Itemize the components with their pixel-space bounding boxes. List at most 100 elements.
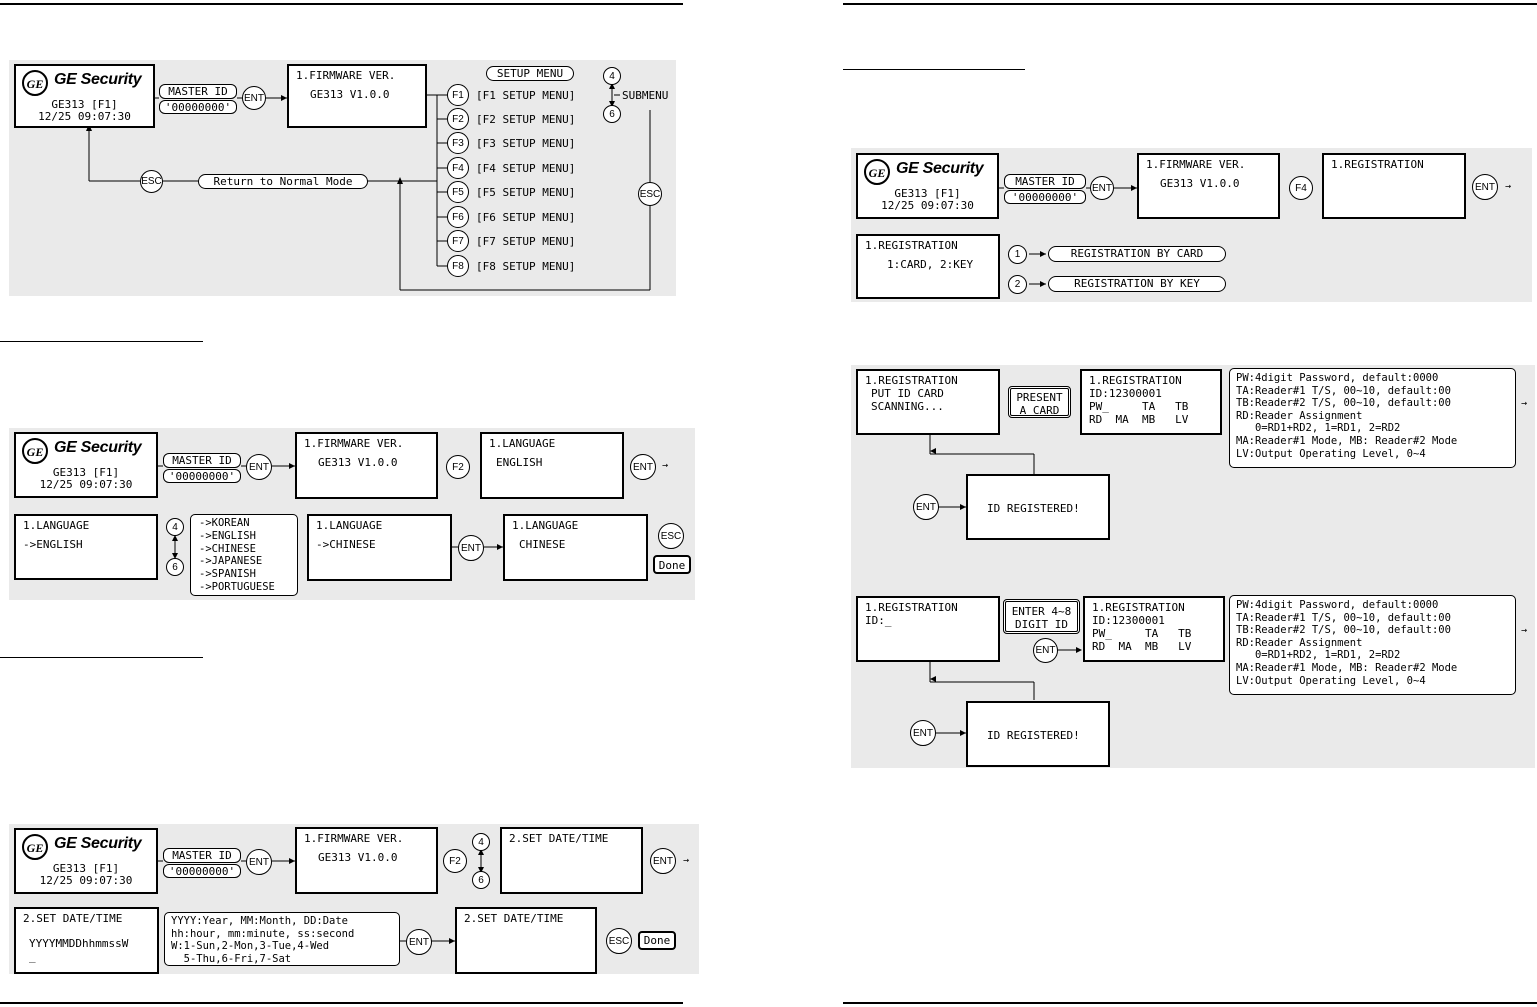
language-select-screen: 1.LANGUAGE ->ENGLISH: [14, 514, 158, 580]
brand-name: GE Security: [54, 439, 142, 456]
firmware-screen: 1.FIRMWARE VER. GE313 V1.0.0: [295, 432, 438, 499]
key-entry-screen: 1.REGISTRATION ID:_: [856, 596, 1000, 662]
esc-key[interactable]: ESC: [606, 928, 632, 954]
ent-key[interactable]: ENT: [1472, 174, 1498, 200]
setup-menu-label: SETUP MENU: [486, 66, 574, 81]
language-selection: ->CHINESE: [316, 538, 376, 551]
ge-home-screen: GE GE Security GE313 [F1] 12/25 09:07:30: [14, 432, 158, 498]
f8-key[interactable]: F8: [447, 255, 469, 277]
id-registered-screen: ID REGISTERED!: [966, 701, 1110, 767]
registration-title: 1.REGISTRATION: [1092, 601, 1185, 614]
key-6[interactable]: 6: [166, 558, 184, 576]
ent-key[interactable]: ENT: [910, 720, 936, 746]
ent-key[interactable]: ENT: [650, 848, 676, 874]
ent-key[interactable]: ENT: [1090, 176, 1114, 200]
legend-line: RD:Reader Assignment: [1236, 409, 1363, 422]
scanning-status: SCANNING...: [871, 400, 944, 413]
clock-label: 12/25 09:07:30: [39, 478, 133, 491]
datetime-help-box: YYYY:Year, MM:Month, DD:Date hh:hour, mm…: [164, 912, 400, 966]
datetime-help-line: hh:hour, mm:minute, ss:second: [171, 927, 355, 940]
result-fields-row1: PW_ TA TB: [1089, 400, 1189, 413]
f6-key[interactable]: F6: [447, 206, 469, 228]
language-title: 1.LANGUAGE: [316, 519, 383, 532]
language-option: ->JAPANESE: [199, 555, 263, 568]
setup-item-f1: [F1 SETUP MENU]: [476, 89, 576, 102]
ge-logo-icon: GE: [22, 438, 48, 464]
f5-key[interactable]: F5: [447, 181, 469, 203]
enter-id-label: ENTER 4~8 DIGIT ID: [1003, 599, 1080, 634]
section-underline: [843, 69, 1025, 70]
continue-arrow-icon: →: [662, 460, 669, 471]
datetime-cursor: _: [29, 950, 36, 963]
registration-title: 1.REGISTRATION: [865, 374, 958, 387]
f2-key[interactable]: F2: [443, 849, 467, 873]
ge-logo-icon: GE: [22, 834, 48, 860]
language-select-screen: 1.LANGUAGE ->CHINESE: [307, 514, 452, 581]
key-4[interactable]: 4: [166, 518, 184, 536]
master-id-value: '00000000': [163, 469, 241, 483]
firmware-line2: GE313 V1.0.0: [310, 88, 390, 101]
card-scan-screen: 1.REGISTRATION PUT ID CARD SCANNING...: [856, 369, 1000, 435]
esc-key[interactable]: ESC: [140, 170, 163, 193]
clock-label: 12/25 09:07:30: [881, 199, 974, 212]
esc-key[interactable]: ESC: [638, 182, 662, 206]
master-id-label: MASTER ID: [159, 84, 237, 99]
language-confirm-screen: 1.LANGUAGE CHINESE: [503, 514, 648, 581]
registration-screen: 1.REGISTRATION: [1322, 153, 1466, 219]
top-rule-right: [843, 3, 1537, 5]
legend-line: LV:Output Operating Level, 0~4: [1236, 674, 1426, 687]
enter-id-line: ENTER 4~8: [1011, 605, 1072, 618]
datetime-done-screen: 2.SET DATE/TIME: [455, 907, 597, 974]
setup-item-f3: [F3 SETUP MENU]: [476, 137, 576, 150]
f2-key[interactable]: F2: [446, 455, 470, 479]
firmware-screen: 1.FIRMWARE VER. GE313 V1.0.0: [1137, 153, 1280, 219]
f4-key[interactable]: F4: [447, 157, 469, 179]
registration-choice-screen: 1.REGISTRATION 1:CARD, 2:KEY: [856, 234, 1000, 299]
f4-key[interactable]: F4: [1289, 176, 1313, 200]
registration-choice: 1:CARD, 2:KEY: [887, 258, 974, 271]
ent-key[interactable]: ENT: [630, 454, 656, 480]
key-4[interactable]: 4: [472, 833, 490, 851]
master-id-label: MASTER ID: [163, 453, 241, 468]
firmware-line1: 1.FIRMWARE VER.: [304, 437, 404, 450]
key-result-screen: 1.REGISTRATION ID:12300001 PW_ TA TB RD …: [1083, 596, 1225, 662]
registration-title: 1.REGISTRATION: [865, 239, 958, 252]
key-6[interactable]: 6: [472, 871, 490, 889]
f2-key[interactable]: F2: [447, 108, 469, 130]
key-4[interactable]: 4: [603, 67, 621, 85]
datetime-format: YYYYMMDDhhmmssW: [29, 937, 129, 950]
key-2[interactable]: 2: [1008, 275, 1027, 294]
ent-key[interactable]: ENT: [242, 86, 266, 110]
ent-key[interactable]: ENT: [1033, 638, 1058, 663]
setup-item-f5: [F5 SETUP MENU]: [476, 186, 576, 199]
brand-name: GE Security: [54, 71, 142, 88]
master-id-digits: 00000000: [1018, 191, 1072, 204]
language-title: 1.LANGUAGE: [512, 519, 579, 532]
key-6[interactable]: 6: [603, 105, 621, 123]
card-result-screen: 1.REGISTRATION ID:12300001 PW_ TA TB RD …: [1080, 369, 1222, 435]
section-underline: [0, 657, 203, 658]
key-1[interactable]: 1: [1008, 245, 1027, 264]
f7-key[interactable]: F7: [447, 230, 469, 252]
ent-key[interactable]: ENT: [246, 849, 272, 875]
legend-line: MA:Reader#1 Mode, MB: Reader#2 Mode: [1236, 661, 1458, 674]
ent-key[interactable]: ENT: [406, 929, 432, 955]
esc-key[interactable]: ESC: [658, 523, 684, 549]
registration-by-key-label: REGISTRATION BY KEY: [1048, 276, 1226, 292]
f1-key[interactable]: F1: [447, 84, 469, 106]
legend-line: LV:Output Operating Level, 0~4: [1236, 447, 1426, 460]
master-id-digits: 00000000: [175, 470, 229, 483]
datetime-entry-screen: 2.SET DATE/TIME YYYYMMDDhhmmssW _: [14, 907, 159, 974]
language-current: CHINESE: [519, 538, 566, 551]
brand-name: GE Security: [54, 835, 142, 852]
enter-id-line: DIGIT ID: [1015, 618, 1068, 631]
return-normal-mode-label: Return to Normal Mode: [198, 174, 368, 189]
ent-key[interactable]: ENT: [458, 535, 484, 561]
legend-line: TB:Reader#2 T/S, 00~10, default:00: [1236, 624, 1451, 637]
continue-arrow-icon: →: [1505, 181, 1512, 192]
present-card-line: PRESENT: [1016, 391, 1063, 404]
ent-key[interactable]: ENT: [246, 454, 272, 480]
ent-key[interactable]: ENT: [913, 494, 939, 520]
f3-key[interactable]: F3: [447, 132, 469, 154]
